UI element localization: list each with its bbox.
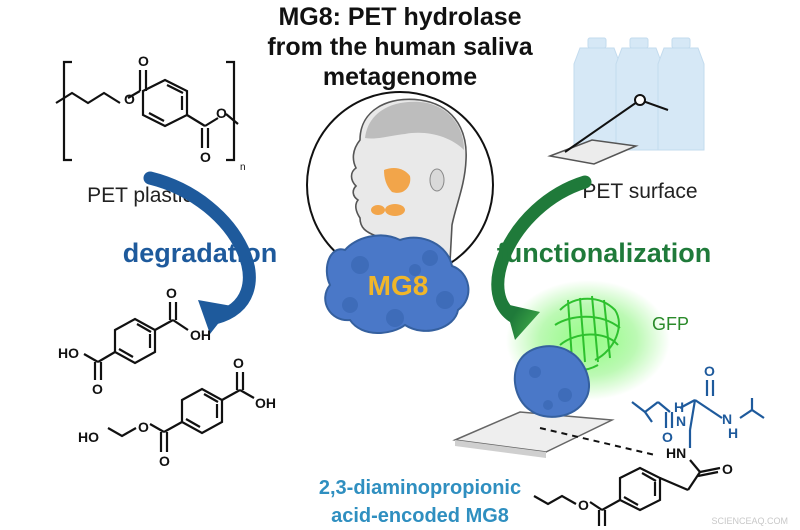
mhet-ho: HO	[78, 429, 99, 445]
mg8-label: MG8	[368, 270, 429, 301]
dap-peptide-backbone	[631, 380, 765, 448]
human-head-illustration	[350, 98, 467, 263]
functionalization-label: functionalization	[497, 238, 711, 268]
dap-ester-carbonyl-o: O	[722, 461, 733, 477]
mhet-oxygen-bottom: O	[159, 453, 170, 469]
dap-caption-line2: acid-encoded MG8	[331, 505, 509, 527]
mhet-oh: OH	[255, 395, 276, 411]
tpa-oxygen-top: O	[166, 285, 177, 301]
pet-polymer-structure	[55, 60, 239, 162]
mhet-structure	[107, 372, 255, 452]
dap-pet-ester-structure	[533, 459, 721, 526]
dap-ester-oxygen: O	[578, 497, 589, 513]
tpa-oxygen-bottom: O	[92, 381, 103, 397]
terephthalic-acid-structure	[83, 302, 189, 380]
dap-amide-n: N	[722, 411, 732, 427]
dap-nh-n: N	[676, 413, 686, 429]
title-line-1: MG8: PET hydrolase	[278, 3, 522, 31]
dap-nh-h: H	[674, 399, 684, 415]
dap-link-dashed	[539, 427, 656, 456]
immobilization-surface-edge	[455, 440, 546, 458]
pet-surface-slab	[547, 139, 639, 165]
ester-oxygen-2: O	[216, 105, 227, 121]
ester-oxygen-1: O	[124, 91, 135, 107]
dap-carbonyl-o: O	[662, 429, 673, 445]
watermark: SCIENCEAQ.COM	[711, 516, 788, 526]
dap-carbonyl-o2: O	[704, 363, 715, 379]
title-line-2: from the human saliva	[267, 33, 533, 61]
functionalization-arrow	[491, 175, 592, 327]
immobilization-surface	[452, 411, 615, 453]
dap-amide-h: H	[728, 425, 738, 441]
dap-caption-line1: 2,3-diaminopropionic	[319, 477, 521, 499]
degradation-label: degradation	[123, 238, 278, 268]
tpa-oh: OH	[190, 327, 211, 343]
immobilized-mg8-texture	[529, 366, 572, 410]
degradation-arrowhead	[198, 300, 232, 334]
repeat-subscript: n	[240, 162, 246, 173]
pet-surface-label: PET surface	[582, 180, 697, 203]
mhet-oxygen-top: O	[233, 355, 244, 371]
gfp-label: GFP	[652, 314, 689, 334]
carbonyl-oxygen-2: O	[200, 149, 211, 165]
degradation-arrow	[143, 171, 256, 325]
enzyme-texture	[342, 250, 454, 327]
mhet-ester-oxygen: O	[138, 419, 149, 435]
title-line-3: metagenome	[322, 63, 478, 91]
surface-linker-node	[634, 94, 646, 106]
carbonyl-oxygen-1: O	[138, 53, 149, 69]
dap-hn-label: HN	[666, 445, 686, 461]
tpa-ho: HO	[58, 345, 79, 361]
